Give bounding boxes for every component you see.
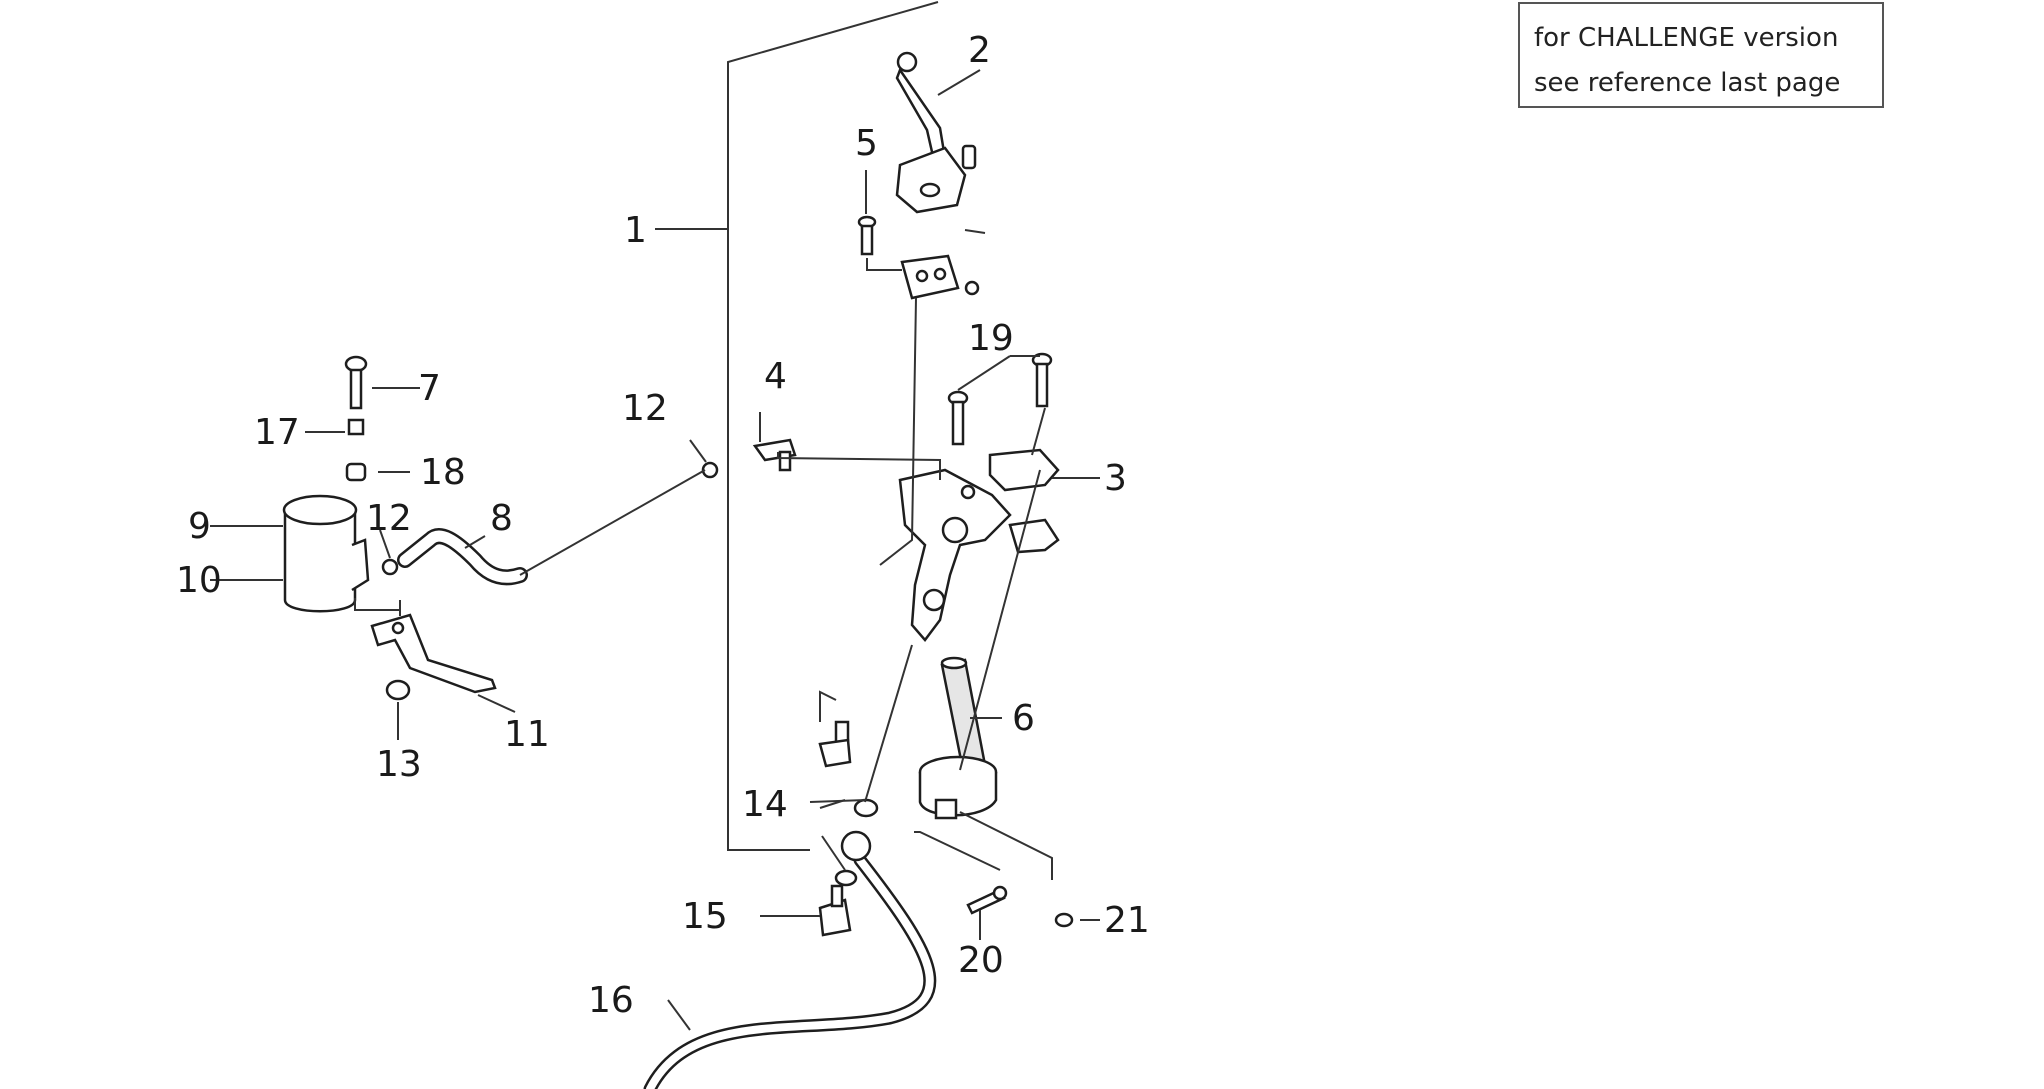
master-cylinder [898,468,1012,642]
brake-hose [643,853,937,1089]
note-line-2: see reference last page [1534,68,1841,98]
fluid-reservoir [282,494,370,613]
callout-11: 11 [504,714,550,755]
callout-15: 15 [682,896,728,937]
callout-7: 7 [418,368,441,409]
callout-12b: 12 [366,498,412,539]
callout-1: 1 [624,210,647,251]
note-line-1: for CHALLENGE version [1534,23,1839,53]
clamp-screws [966,885,1074,928]
callout-9: 9 [188,506,211,547]
handlebar-clamp [988,448,1060,554]
assembly-bracket [655,1,939,851]
note-box: for CHALLENGE version see reference last… [1518,2,1884,108]
callout-18: 18 [420,452,466,493]
callout-3: 3 [1104,458,1127,499]
callout-17: 17 [254,412,300,453]
callout-13: 13 [376,744,422,785]
callout-19: 19 [968,318,1014,359]
hose-clips [381,461,719,576]
callout-6: 6 [1012,698,1035,739]
clutch-lever [895,51,986,234]
callout-5: 5 [855,123,878,164]
callout-10: 10 [176,560,222,601]
callout-8: 8 [490,498,513,539]
callout-4: 4 [764,356,787,397]
clamp-bolts [947,352,1053,446]
callout-14: 14 [742,784,788,825]
banjo-fitting [818,798,879,937]
callout-16: 16 [588,980,634,1021]
reservoir-hose [397,528,528,586]
callout-20: 20 [958,940,1004,981]
bracket-nut [385,679,411,701]
leader-lines [210,69,1100,1031]
callout-12a: 12 [622,388,668,429]
callout-labels: 1 2 3 4 5 6 7 8 9 10 11 12 12 13 14 15 1… [176,30,1150,1021]
pivot-plate [900,254,980,300]
callout-21: 21 [1104,900,1150,941]
reservoir-bolt [344,355,368,482]
pivot-bolt [857,215,877,256]
clip-on-tube [918,656,998,820]
hose-fitting [752,438,797,472]
reservoir-bracket [370,613,497,694]
callout-2: 2 [968,30,991,71]
bleed-screw [818,720,852,768]
